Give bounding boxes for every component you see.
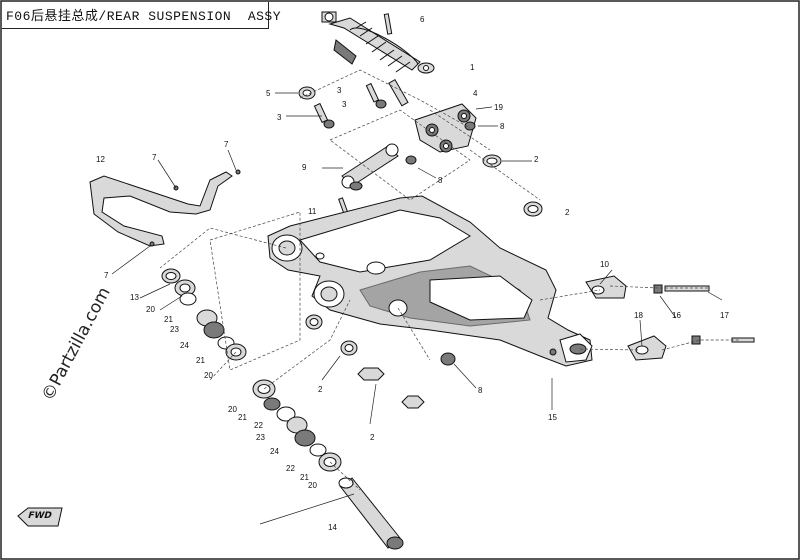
- diagram-title: F06后悬挂总成/REAR SUSPENSION ASSY: [6, 9, 282, 24]
- bracket-10: [585, 275, 627, 299]
- callout-4: 4: [473, 89, 478, 98]
- right-bearing-stack: [252, 379, 342, 472]
- callout-9: 9: [302, 163, 307, 172]
- callout-6: 6: [420, 15, 425, 24]
- bracket-18: [627, 335, 667, 361]
- callout-17: 17: [720, 311, 729, 320]
- bolt-3-right: [365, 82, 387, 109]
- pivot-shaft: [338, 477, 404, 550]
- callout-24-a: 24: [180, 341, 189, 350]
- callout-8-a: 8: [500, 122, 505, 131]
- callout-1: 1: [470, 63, 475, 72]
- callout-18: 18: [634, 311, 643, 320]
- nut-8: [440, 352, 456, 366]
- callout-3-c: 3: [342, 100, 347, 109]
- callout-20-c: 20: [228, 405, 237, 414]
- connecting-rod: [341, 143, 417, 191]
- nut-2-f: [401, 395, 425, 409]
- callout-23-b: 23: [256, 433, 265, 442]
- fwd-arrow-icon: [17, 507, 63, 527]
- left-bearing-stack: [161, 268, 247, 361]
- callout-8-c: 8: [478, 386, 483, 395]
- callout-12: 12: [96, 155, 105, 164]
- callout-16: 16: [672, 311, 681, 320]
- callout-22-a: 22: [254, 421, 263, 430]
- nut-2-e: [357, 367, 385, 381]
- callout-23-a: 23: [170, 325, 179, 334]
- bolt-16-a: [653, 284, 663, 294]
- bolt-3-left: [313, 102, 335, 129]
- bolt-16-b: [691, 335, 701, 345]
- callout-20-d: 20: [308, 481, 317, 490]
- callout-7-b: 7: [224, 140, 229, 149]
- link-bracket: [414, 103, 477, 153]
- callout-10: 10: [600, 260, 609, 269]
- title-frame: [2, 2, 269, 29]
- callout-22-b: 22: [286, 464, 295, 473]
- swing-arm: [267, 195, 593, 367]
- callout-3-b: 3: [277, 113, 282, 122]
- callout-15: 15: [548, 413, 557, 422]
- chain-guide: [89, 169, 241, 247]
- callout-2-a: 2: [534, 155, 539, 164]
- callout-20-b: 20: [204, 371, 213, 380]
- callout-21-d: 21: [300, 473, 309, 482]
- bolt-17: [731, 337, 755, 343]
- callout-20-a: 20: [146, 305, 155, 314]
- callout-11: 11: [308, 207, 317, 216]
- callout-7-a: 7: [152, 153, 157, 162]
- callout-24-b: 24: [270, 447, 279, 456]
- callout-2-b: 2: [565, 208, 570, 217]
- callout-21-b: 21: [196, 356, 205, 365]
- callout-21-c: 21: [238, 413, 247, 422]
- bolt-16-shaft: [664, 285, 710, 292]
- callout-3-a: 3: [337, 86, 342, 95]
- callout-2-d: 2: [370, 433, 375, 442]
- alignment-lines: [159, 69, 740, 491]
- callout-7-c: 7: [104, 271, 109, 280]
- callout-13: 13: [130, 293, 139, 302]
- callout-8-b: 8: [438, 176, 443, 185]
- callout-14: 14: [328, 523, 337, 532]
- shock-absorber: [321, 11, 435, 74]
- callout-19: 19: [494, 103, 503, 112]
- callout-2-c: 2: [318, 385, 323, 394]
- callout-21-a: 21: [164, 315, 173, 324]
- fwd-label: FWD: [26, 511, 53, 521]
- callout-5: 5: [266, 89, 271, 98]
- leader-lines: [111, 92, 723, 525]
